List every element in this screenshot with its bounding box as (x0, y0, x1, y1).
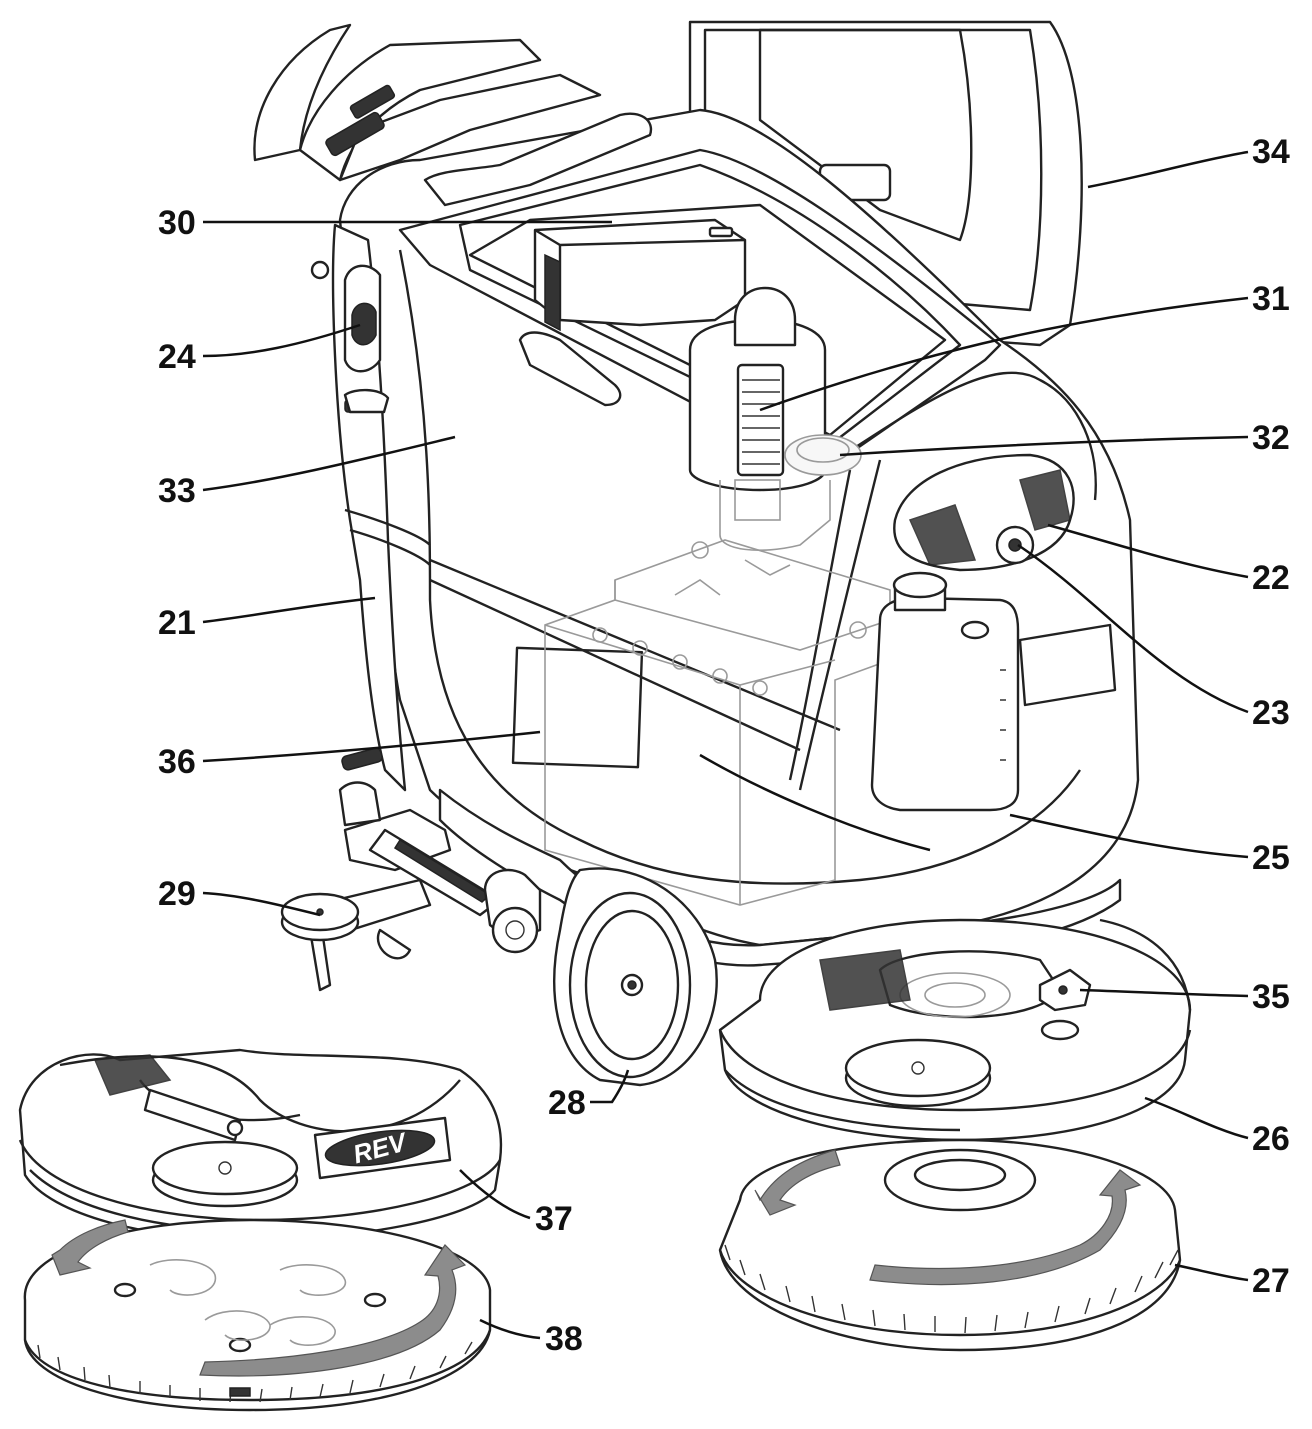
battery-ghost (544, 539, 891, 906)
tank-cap (784, 434, 862, 476)
leader-29 (202, 891, 321, 917)
leader-32 (839, 435, 1249, 457)
callout-33: 33 (158, 472, 196, 510)
callout-22: 22 (1252, 559, 1290, 597)
leader-38 (479, 1318, 541, 1340)
leader-36b (699, 753, 931, 852)
leader-21 (202, 596, 376, 624)
leader-35 (1079, 988, 1249, 998)
callout-38: 38 (545, 1320, 583, 1358)
leader-lines (202, 150, 1249, 1340)
pad-driver-left (23, 1218, 492, 1412)
leader-34 (1087, 150, 1249, 189)
hood-brushes (908, 469, 1071, 566)
callout-27: 27 (1252, 1262, 1290, 1300)
brush-right (718, 1138, 1182, 1352)
callout-21: 21 (158, 604, 196, 642)
steering-handle (253, 23, 602, 182)
rev-logo: REV (313, 1116, 452, 1180)
rear-wheel (553, 867, 718, 1087)
callout-26: 26 (1252, 1120, 1290, 1158)
brush-deck-left: REV (18, 1048, 503, 1242)
callout-numbers: 30 34 24 31 33 32 22 21 23 36 25 29 35 2… (158, 133, 1290, 1358)
leader-27 (1174, 1263, 1249, 1282)
callout-34: 34 (1252, 133, 1290, 171)
callout-35: 35 (1252, 978, 1290, 1016)
callout-29: 29 (158, 875, 196, 913)
callout-28: 28 (548, 1084, 586, 1122)
callout-30: 30 (158, 204, 196, 242)
leader-24 (202, 323, 361, 358)
leader-31 (759, 296, 1249, 412)
front-caster (483, 868, 542, 954)
brush-deck-right (718, 918, 1192, 1142)
callout-36: 36 (158, 743, 196, 781)
leader-25 (1009, 813, 1249, 859)
leader-23 (1017, 543, 1249, 714)
leader-26 (1144, 1096, 1249, 1140)
filter-box (533, 218, 747, 332)
callout-24: 24 (158, 338, 196, 376)
leader-28 (590, 1069, 630, 1104)
callout-25: 25 (1252, 839, 1290, 877)
front-squeegee-assembly (280, 388, 502, 992)
leader-36 (202, 730, 541, 763)
leader-22 (1047, 523, 1249, 579)
leader-33 (202, 435, 456, 492)
callout-31: 31 (1252, 280, 1290, 318)
detergent-tank (870, 571, 1020, 812)
callout-32: 32 (1252, 419, 1290, 457)
callout-37: 37 (535, 1200, 573, 1238)
callout-23: 23 (1252, 694, 1290, 732)
leader-37 (459, 1169, 531, 1220)
